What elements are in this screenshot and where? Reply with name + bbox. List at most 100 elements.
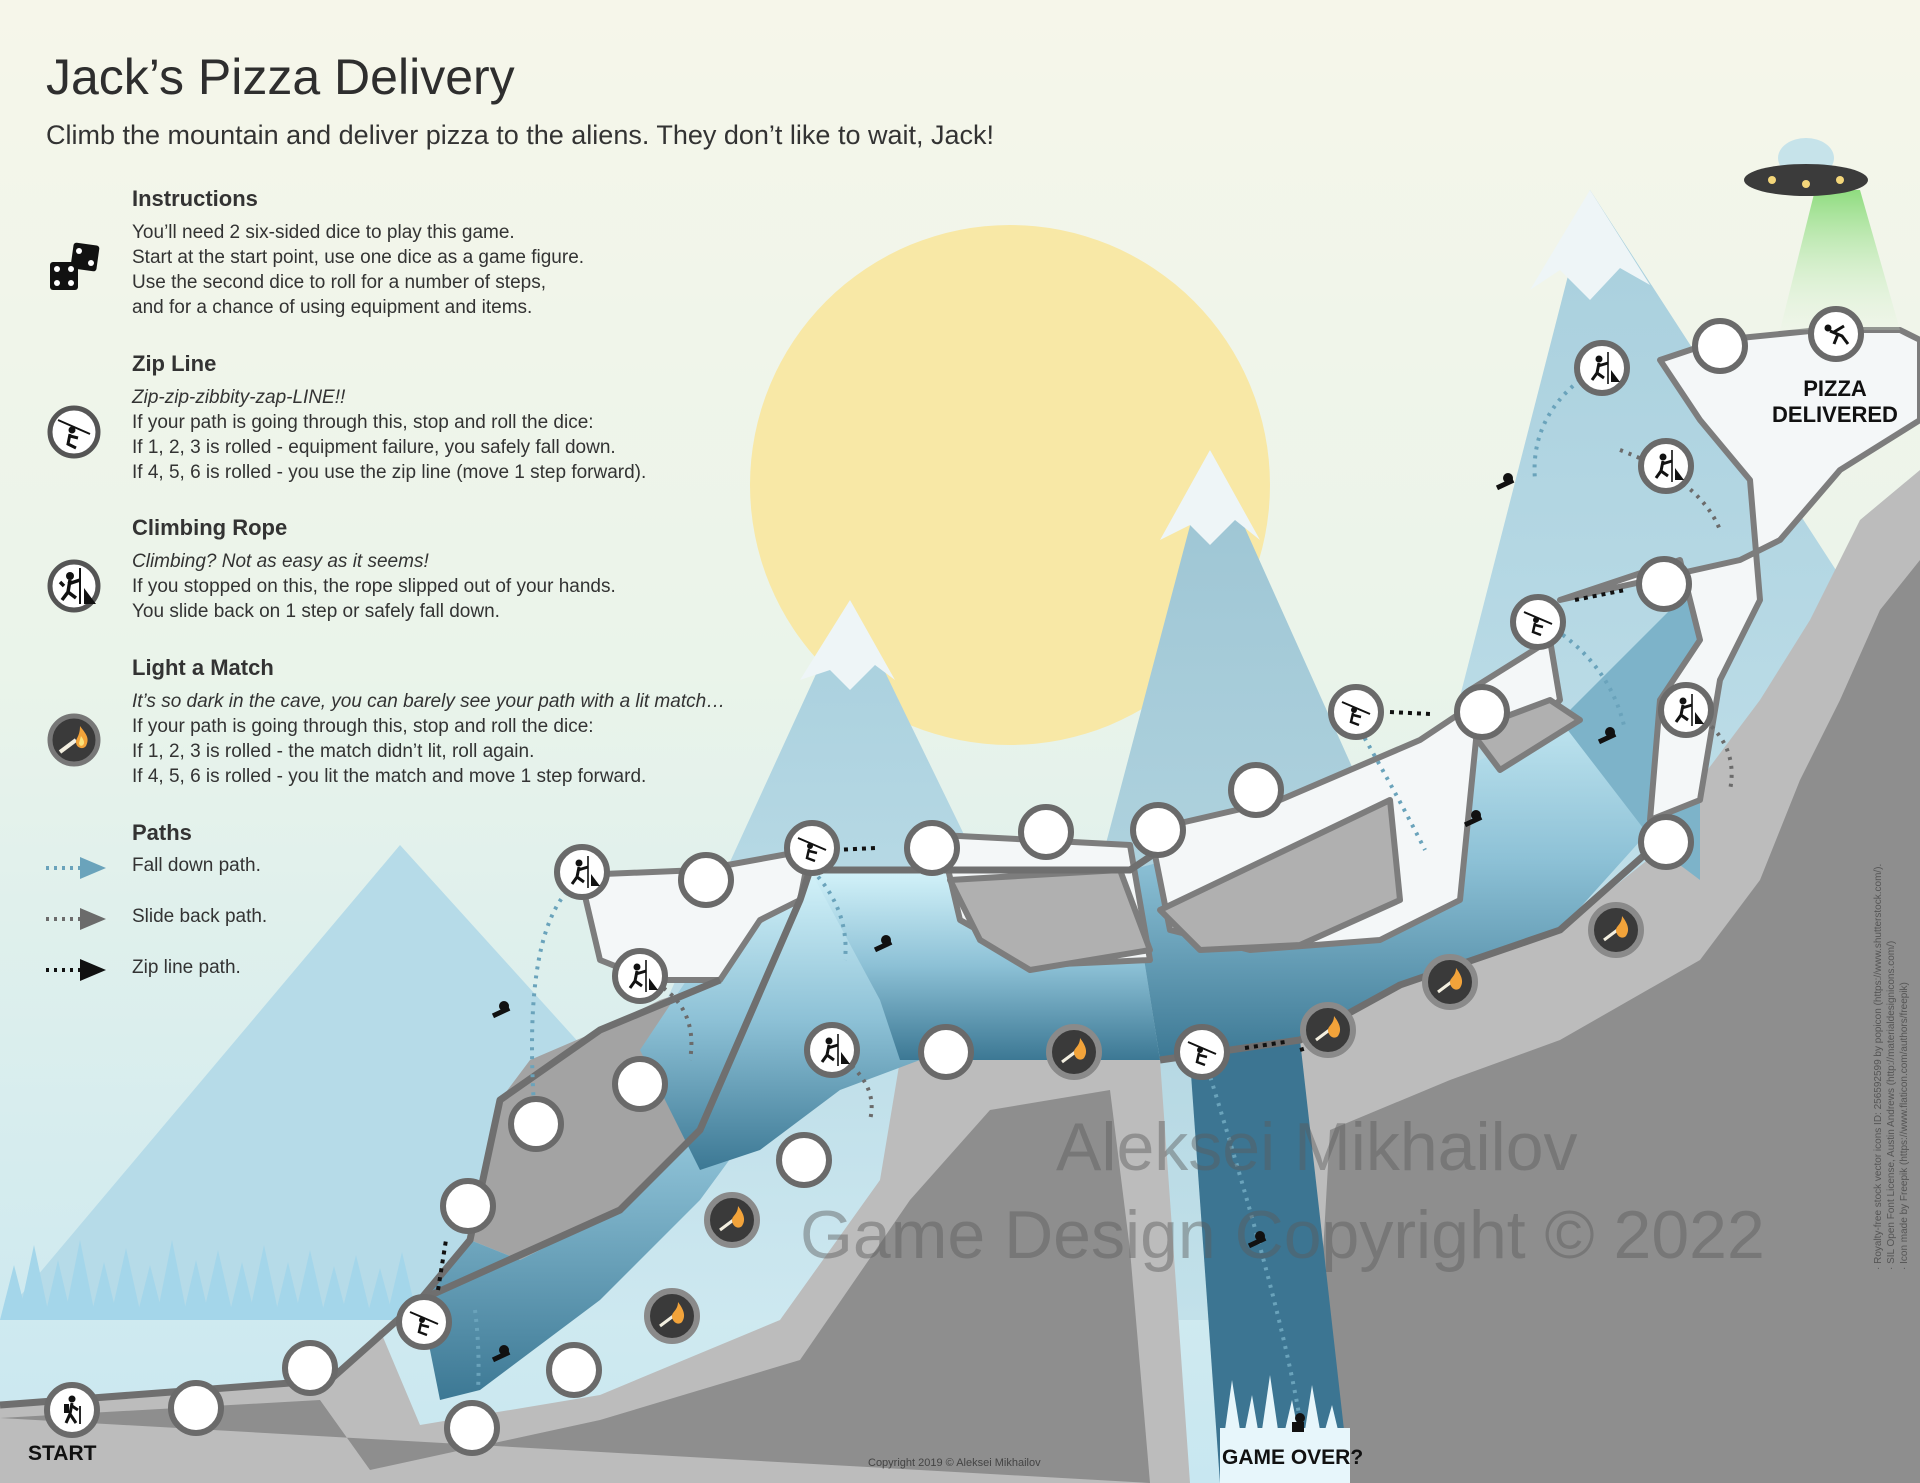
match-space [704, 1192, 760, 1248]
match-space [1300, 1002, 1356, 1058]
board-space [776, 1132, 832, 1188]
match-tagline: It’s so dark in the cave, you can barely… [132, 691, 726, 712]
slide-back-arrow-icon [46, 908, 106, 930]
board-space [440, 1178, 496, 1234]
legend-label: Slide back path. [132, 906, 268, 927]
match-space [1588, 902, 1644, 958]
start-label: START [28, 1442, 97, 1465]
paths-heading: Paths [132, 820, 192, 845]
match-icon [47, 713, 101, 767]
legend-zip-line: Zip line path. [44, 955, 241, 985]
zip-line-tagline: Zip-zip-zibbity-zap-LINE!! [132, 387, 346, 408]
climber-icon [47, 559, 101, 613]
goal-label: PIZZA DELIVERED [1760, 376, 1910, 428]
board-space [508, 1096, 564, 1152]
dice-icon [50, 242, 100, 290]
board-space [444, 1400, 500, 1456]
board-space [1692, 318, 1748, 374]
credit-line: · SIL Open Font License, Austin Andrews … [1886, 940, 1897, 1270]
climbing-rope-section: Climbing Rope Climbing? Not as easy as i… [132, 515, 892, 624]
board-space [1636, 556, 1692, 612]
board-space [1454, 684, 1510, 740]
climber-icon [628, 960, 658, 992]
zip-line-space [396, 1294, 452, 1350]
delivery-icon [1824, 324, 1850, 345]
goal-label-line: PIZZA [1803, 376, 1867, 401]
zip-line-icon [1523, 611, 1553, 637]
match-space [1046, 1024, 1102, 1080]
match-line: If 1, 2, 3 is rolled - the match didn’t … [132, 741, 535, 762]
fall-down-arrow-icon [46, 857, 106, 879]
match-icon [659, 1302, 685, 1328]
board-space [918, 1024, 974, 1080]
board-space [282, 1340, 338, 1396]
match-icon [1437, 968, 1463, 994]
zip-line-space [784, 820, 840, 876]
goal-space [1808, 306, 1864, 362]
icon-credits: · Royalty-free stock vector icons ID: 25… [1872, 864, 1911, 1270]
zip-line-section: Zip Line Zip-zip-zibbity-zap-LINE!! If y… [132, 351, 892, 485]
match-line: If your path is going through this, stop… [132, 716, 594, 737]
zip-line-icon [797, 837, 827, 863]
board-space [612, 1056, 668, 1112]
zip-line-space [1174, 1024, 1230, 1080]
credit-line: · Icon made by Freepik (https://www.flat… [1899, 982, 1910, 1270]
board-space [1130, 802, 1186, 858]
goal-label-line: DELIVERED [1772, 402, 1898, 427]
legend-label: Fall down path. [132, 855, 261, 876]
board-space [1638, 814, 1694, 870]
match-space [644, 1288, 700, 1344]
instructions-line: and for a chance of using equipment and … [132, 297, 533, 318]
instructions-heading: Instructions [132, 186, 258, 211]
climbing-rope-space [612, 948, 668, 1004]
game-over-label: GAME OVER? [1222, 1446, 1364, 1469]
copyright-note: Copyright 2019 © Aleksei Mikhailov [868, 1457, 1041, 1469]
zip-line-line: If your path is going through this, stop… [132, 412, 594, 433]
legend-label: Zip line path. [132, 957, 241, 978]
board-space [1228, 762, 1284, 818]
zip-line-icon [47, 405, 101, 459]
climbing-rope-space [1638, 438, 1694, 494]
climber-icon [820, 1034, 850, 1066]
instructions-line: Start at the start point, use one dice a… [132, 247, 585, 268]
zip-line-line: If 1, 2, 3 is rolled - equipment failure… [132, 437, 616, 458]
falling-figure-icons [491, 473, 1617, 1432]
match-section: Light a Match It’s so dark in the cave, … [132, 655, 892, 789]
watermark-line: Game Design Copyright © 2022 [800, 1197, 1765, 1273]
board-space [168, 1380, 224, 1436]
zip-line-space [1510, 594, 1566, 650]
zip-line-icon [409, 1311, 439, 1337]
instructions-section: Instructions You’ll need 2 six-sided dic… [132, 186, 892, 320]
sun [750, 225, 1270, 745]
instructions-line: You’ll need 2 six-sided dice to play thi… [132, 222, 515, 243]
match-line: If 4, 5, 6 is rolled - you lit the match… [132, 766, 647, 787]
watermark-line: Aleksei Mikhailov [1056, 1109, 1578, 1185]
instructions-line: Use the second dice to roll for a number… [132, 272, 546, 293]
climbing-rope-space [1574, 340, 1630, 396]
zip-line-line: If 4, 5, 6 is rolled - you use the zip l… [132, 462, 647, 483]
zip-line-arrow-icon [46, 959, 106, 981]
climbing-rope-line: If you stopped on this, the rope slipped… [132, 576, 616, 597]
match-icon [1061, 1038, 1087, 1064]
board-space [1018, 804, 1074, 860]
game-subtitle: Climb the mountain and deliver pizza to … [46, 120, 994, 150]
climbing-rope-space [1658, 682, 1714, 738]
match-icon [719, 1206, 745, 1232]
climbing-rope-line: You slide back on 1 step or safely fall … [132, 601, 500, 622]
zip-line-space [1328, 684, 1384, 740]
hiker-icon [64, 1395, 81, 1424]
legend-slide-back: Slide back path. [44, 904, 267, 934]
zip-line-icon [1341, 701, 1371, 727]
board-space [904, 820, 960, 876]
climber-icon [570, 856, 600, 888]
match-icon [1315, 1016, 1341, 1042]
climbing-rope-heading: Climbing Rope [132, 515, 288, 540]
legend-fall-down: Fall down path. [44, 853, 261, 883]
match-heading: Light a Match [132, 655, 274, 680]
climber-icon [1590, 352, 1620, 384]
game-title: Jack’s Pizza Delivery [46, 49, 515, 105]
climbing-rope-space [804, 1022, 860, 1078]
board-spaces [44, 306, 1864, 1456]
climber-icon [1674, 694, 1704, 726]
